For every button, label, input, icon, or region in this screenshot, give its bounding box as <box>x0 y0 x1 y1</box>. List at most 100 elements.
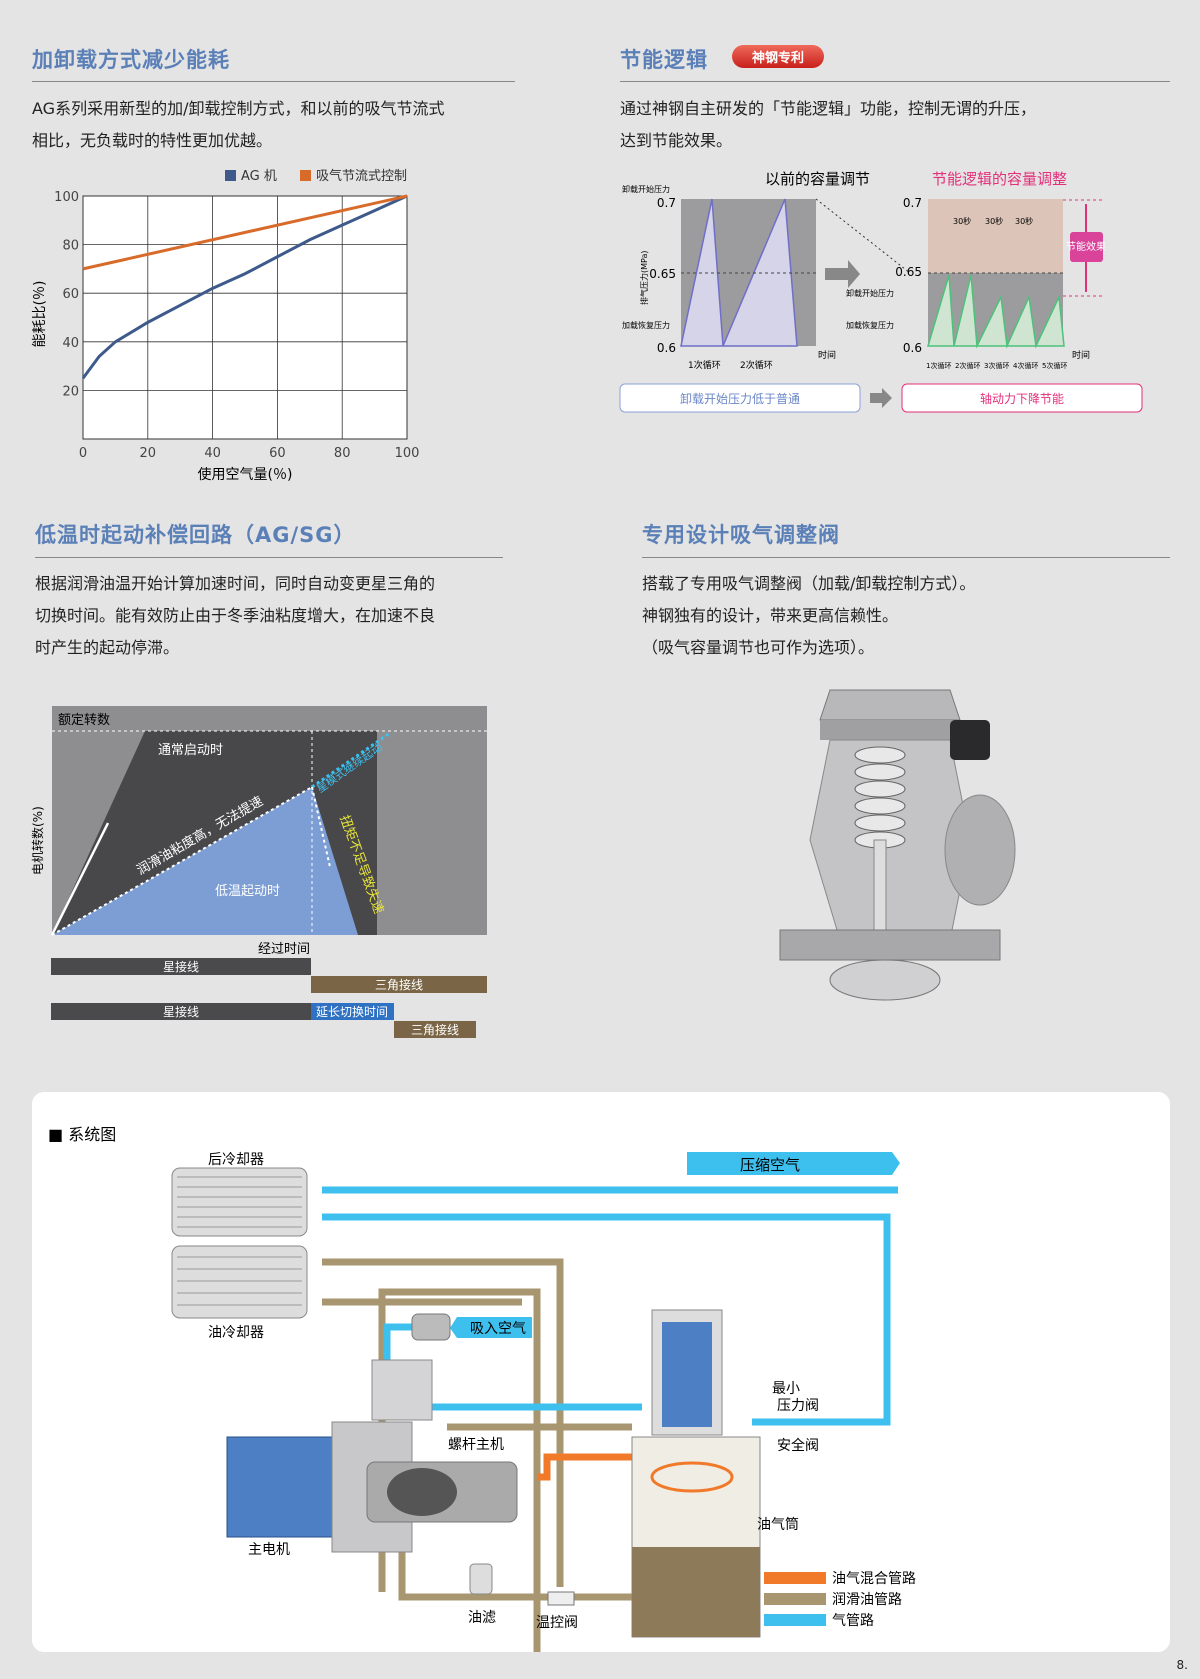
safety-valve-label: 安全阀 <box>777 1437 819 1454</box>
arrow <box>311 786 331 868</box>
paragraph-line: 神钢独有的设计，带来更高信赖性。 <box>642 606 899 625</box>
main-motor <box>226 1436 333 1538</box>
series-line <box>82 194 408 271</box>
y-axis-label: 能耗比(％) <box>32 281 48 348</box>
swirl-arrow <box>650 1461 734 1493</box>
cycle-label: 1次循环 <box>688 359 721 371</box>
oil-pipe <box>322 1258 564 1587</box>
cycle-label: 2次循环 <box>740 359 773 371</box>
x-tick-label: 40 <box>204 446 221 461</box>
y-tick-label: 40 <box>62 336 79 351</box>
motor-label: 主电机 <box>248 1542 290 1558</box>
effect-badge <box>1070 232 1103 262</box>
paragraph-line: 通过神钢自主研发的「节能逻辑」功能，控制无谓的升压， <box>620 99 1037 118</box>
new-pressure-curve <box>926 274 1065 349</box>
legend-swatch <box>764 1572 826 1584</box>
x-tick-label: 60 <box>269 446 286 461</box>
arrow <box>51 786 313 936</box>
low-temp-label: 低温起动时 <box>215 884 280 899</box>
legend-swatch <box>300 170 311 181</box>
cycle-label: 1次循环 <box>926 361 951 370</box>
thermo-valve-label: 温控阀 <box>536 1615 578 1631</box>
intake-valve-image <box>779 689 1016 1001</box>
label: 加载恢复压力 <box>846 320 894 330</box>
label: 卸载开始压力 <box>846 288 894 298</box>
legend-swatch <box>225 170 236 181</box>
min-valve-label: 最小 <box>772 1381 800 1397</box>
tick: 0.6 <box>903 341 922 355</box>
tick: 0.7 <box>657 196 676 210</box>
startup-diagram: 额定转数 通常启动时 润滑油粘度高，无法提速 低温起动时 星模式继续起动 扭矩不… <box>30 706 487 1038</box>
divider <box>32 81 515 82</box>
effect-label: 节能效果 <box>1066 240 1106 253</box>
oil-cooler <box>171 1245 308 1319</box>
y-tick-label: 100 <box>54 190 79 205</box>
axis-label: 时间 <box>1072 349 1090 361</box>
x-axis-label: 使用空气量(％) <box>198 466 293 483</box>
extend-bar <box>311 1003 394 1020</box>
delta-label: 三角接线 <box>375 977 423 992</box>
air-pipe <box>322 1213 891 1426</box>
system-diagram: ■ 系统图 压缩空气 后冷却器 油冷却器 吸入空气 主电机 螺杆主机 最小 压力… <box>48 1125 916 1666</box>
oil-level <box>632 1547 760 1637</box>
system-diagram-panel: ■ 系统图 压缩空气 后冷却器 油冷却器 吸入空气 主电机 螺杆主机 最小 压力… <box>32 1092 1170 1666</box>
x-tick-label: 100 <box>395 446 420 461</box>
page-number: 8. <box>1176 1658 1188 1672</box>
legend-label: 油气混合管路 <box>832 1571 916 1587</box>
box-left-label: 卸载开始压力低于普通 <box>680 391 800 406</box>
old-title: 以前的容量调节 <box>765 170 870 188</box>
cycle-label: 4次循环 <box>1013 361 1038 370</box>
cycle-label: 5次循环 <box>1042 361 1067 370</box>
delta-bar <box>394 1021 476 1038</box>
system-title: ■ 系统图 <box>48 1125 116 1144</box>
extend-label: 延长切换时间 <box>316 1005 388 1019</box>
legend-label: AG 机 <box>241 169 277 184</box>
paragraph-line: （吸气容量调节也可作为选项）。 <box>642 638 875 657</box>
star-bar <box>51 1003 311 1020</box>
star-bar <box>51 958 311 975</box>
label: 卸载开始压力 <box>622 184 670 194</box>
tick: 0.7 <box>903 196 922 210</box>
x-axis-label: 经过时间 <box>258 942 310 957</box>
legend-swatch <box>764 1593 826 1605</box>
intake-banner <box>450 1317 532 1338</box>
section-title-unload: 加卸载方式减少能耗 <box>32 48 230 72</box>
legend-label: 吸气节流式控制 <box>316 168 407 184</box>
low-temp-area <box>52 787 358 935</box>
sec-label: 30秒 <box>985 216 1003 226</box>
cycle-label: 3次循环 <box>984 361 1009 370</box>
delta-label: 三角接线 <box>411 1022 459 1037</box>
y-tick-label: 80 <box>62 239 79 254</box>
aftercooler-label: 后冷却器 <box>208 1152 264 1168</box>
legend-label: 润滑油管路 <box>832 1591 902 1608</box>
box-right <box>901 383 1143 413</box>
sec-label: 30秒 <box>1015 216 1033 226</box>
divider <box>642 557 1170 558</box>
energy-logic-diagram: 以前的容量调节 节能逻辑的容量调整 0.7 0.65 0.6 卸载开始压力 加载… <box>619 170 1143 413</box>
intake-filter <box>411 1313 451 1341</box>
y-tick-label: 60 <box>62 287 79 302</box>
tick: 0.6 <box>657 341 676 355</box>
oil-pipe <box>398 1512 652 1601</box>
axis-label: 排气压力(MPa) <box>639 250 649 305</box>
section-title-lowtemp: 低温时起动补偿回路（AG/SG） <box>35 523 356 547</box>
paragraph-line: 切换时间。能有效防止由于冬季油粘度增大，在加速不良 <box>35 606 436 625</box>
oil-filter-label: 油滤 <box>468 1610 496 1626</box>
tick: 0.65 <box>895 265 922 279</box>
section-title-logic: 节能逻辑 <box>620 48 708 72</box>
aftercooler <box>171 1167 308 1237</box>
arrow <box>311 731 391 789</box>
oil-air-pipe <box>537 1453 632 1481</box>
arrow-icon <box>825 260 860 288</box>
normal-label: 通常启动时 <box>158 743 223 758</box>
intake-label: 吸入空气 <box>470 1321 526 1337</box>
cycle-label: 2次循环 <box>955 361 980 370</box>
x-tick-label: 20 <box>140 446 157 461</box>
paragraph-line: 时产生的起动停滞。 <box>35 638 180 657</box>
arrow <box>50 822 110 936</box>
paragraph-line: 达到节能效果。 <box>620 131 733 150</box>
box-left <box>619 383 861 413</box>
compressed-air-banner <box>687 1152 900 1175</box>
